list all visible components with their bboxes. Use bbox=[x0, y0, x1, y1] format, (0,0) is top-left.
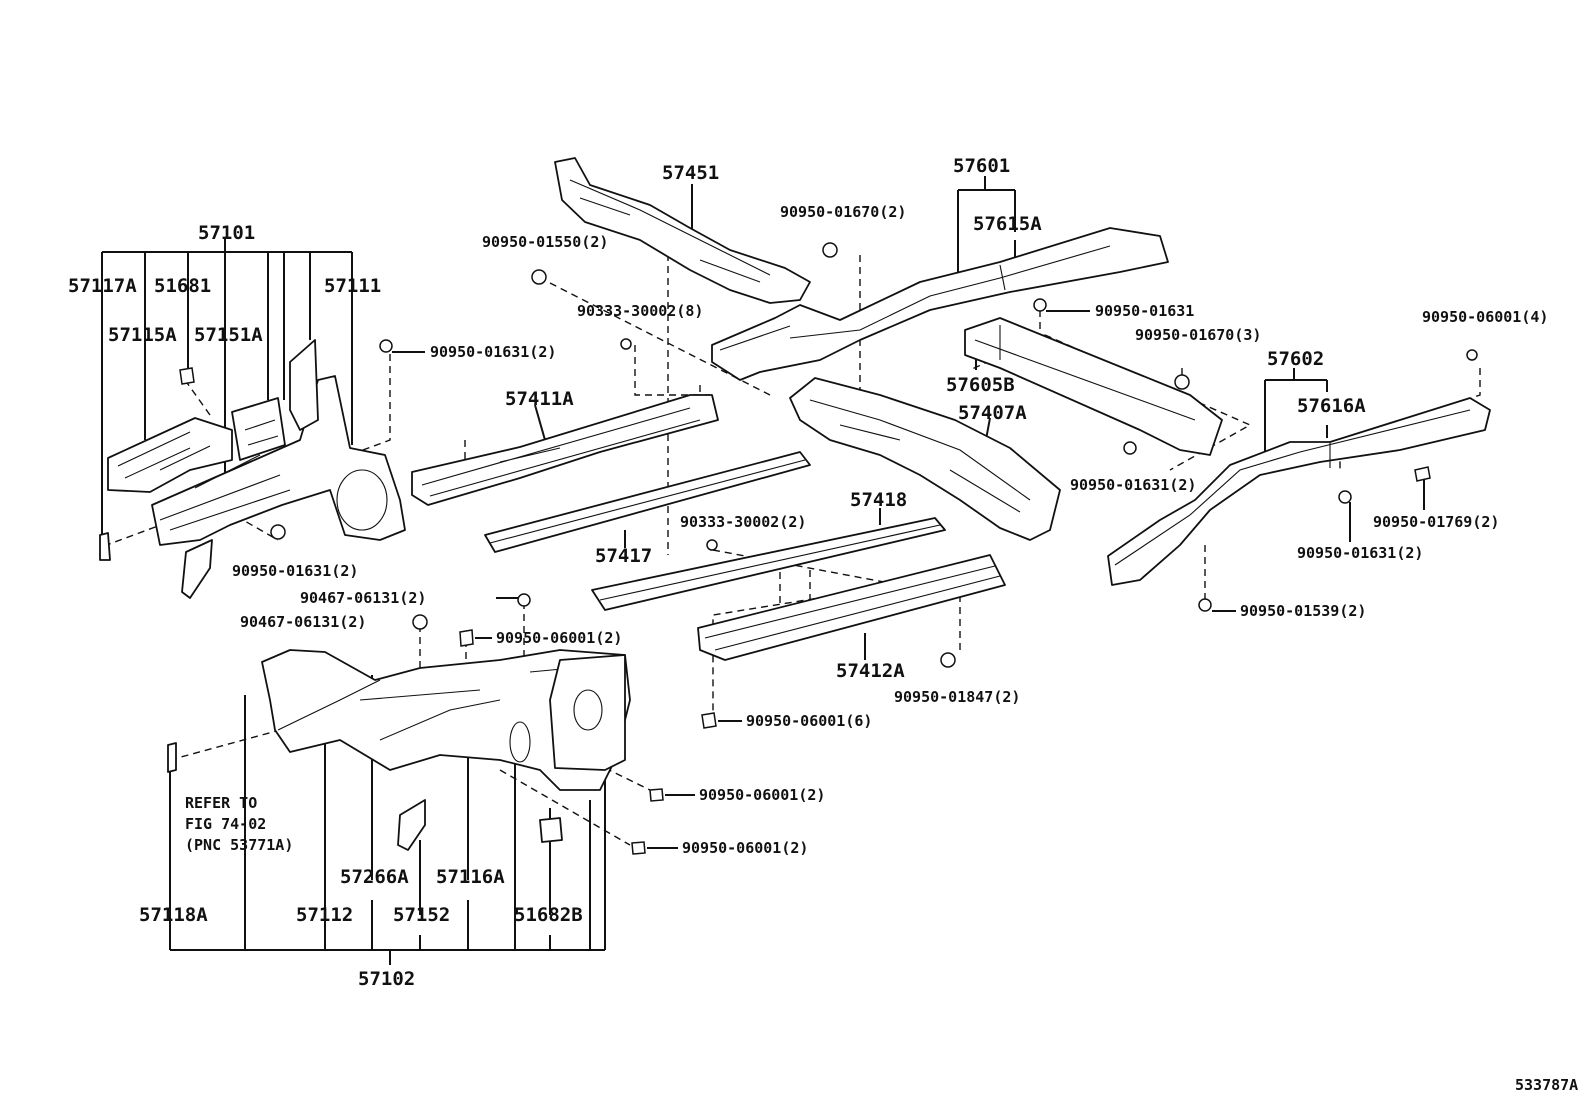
floor-member-57411A bbox=[411, 338, 719, 506]
label-fastener-90467-06131-2-a: 90467-06131(2) bbox=[300, 589, 426, 607]
label-57605B: 57605B bbox=[946, 374, 1015, 396]
label-fastener-90950-01631-2-center: 90950-01631(2) bbox=[1070, 476, 1196, 494]
refer-note: REFER TO FIG 74-02 (PNC 53771A) bbox=[185, 794, 293, 854]
label-57602: 57602 bbox=[1267, 348, 1324, 370]
label-57152: 57152 bbox=[393, 904, 450, 926]
refer-note-line-1: REFER TO bbox=[185, 794, 257, 812]
label-57101: 57101 bbox=[198, 222, 255, 244]
cross-member-57451 bbox=[531, 157, 811, 304]
label-fastener-90950-01631: 90950-01631 bbox=[1095, 302, 1194, 320]
label-57601: 57601 bbox=[953, 155, 1010, 177]
rear-side-member-57602 bbox=[1107, 349, 1491, 612]
label-57117A: 57117A bbox=[68, 275, 137, 297]
label-fastener-90950-01769-2: 90950-01769(2) bbox=[1373, 513, 1499, 531]
label-51681: 51681 bbox=[154, 275, 211, 297]
label-fastener-90950-01631-2-right: 90950-01631(2) bbox=[1297, 544, 1423, 562]
label-57417: 57417 bbox=[595, 545, 652, 567]
part-labels: 57101 57117A 51681 57111 57115A 57151A 5… bbox=[68, 155, 1366, 990]
label-51682B: 51682B bbox=[514, 904, 583, 926]
label-57118A: 57118A bbox=[139, 904, 208, 926]
center-member-57407A bbox=[789, 377, 1061, 541]
label-fastener-90950-01631-2-apron: 90950-01631(2) bbox=[232, 562, 358, 580]
label-57615A: 57615A bbox=[973, 213, 1042, 235]
label-fastener-90333-30002-8: 90333-30002(8) bbox=[577, 302, 703, 320]
fastener-labels: 90950-01670(2) 90950-01550(2) 90333-3000… bbox=[232, 203, 1548, 857]
label-fastener-90950-01550: 90950-01550(2) bbox=[482, 233, 608, 251]
label-fastener-90950-06001-2-mid: 90950-06001(2) bbox=[699, 786, 825, 804]
label-57111: 57111 bbox=[324, 275, 381, 297]
rocker-57418 bbox=[591, 517, 946, 611]
label-57412A: 57412A bbox=[836, 660, 905, 682]
label-57102: 57102 bbox=[358, 968, 415, 990]
label-fastener-90950-01847-2: 90950-01847(2) bbox=[894, 688, 1020, 706]
label-57151A: 57151A bbox=[194, 324, 263, 346]
label-fastener-90950-01670-2: 90950-01670(2) bbox=[780, 203, 906, 221]
label-fastener-90950-06001-4: 90950-06001(4) bbox=[1422, 308, 1548, 326]
label-57116A: 57116A bbox=[436, 866, 505, 888]
label-fastener-90950-06001-6: 90950-06001(6) bbox=[746, 712, 872, 730]
rear-side-member-57601 bbox=[711, 227, 1169, 381]
apron-lower-assembly bbox=[167, 593, 664, 855]
label-fastener-90950-06001-2-low: 90950-06001(2) bbox=[682, 839, 808, 857]
label-57451: 57451 bbox=[662, 162, 719, 184]
label-57616A: 57616A bbox=[1297, 395, 1366, 417]
refer-note-line-2: FIG 74-02 bbox=[185, 815, 266, 833]
floor-member-57412A bbox=[697, 554, 1006, 729]
apron-upper-assembly bbox=[99, 339, 406, 599]
rocker-57417 bbox=[484, 451, 811, 553]
label-57112: 57112 bbox=[296, 904, 353, 926]
refer-note-line-3: (PNC 53771A) bbox=[185, 836, 293, 854]
label-fastener-90950-01539-2: 90950-01539(2) bbox=[1240, 602, 1366, 620]
label-57407A: 57407A bbox=[958, 402, 1027, 424]
leader-lines bbox=[101, 176, 1328, 965]
label-57115A: 57115A bbox=[108, 324, 177, 346]
label-fastener-90950-01670-3: 90950-01670(3) bbox=[1135, 326, 1261, 344]
label-57266A: 57266A bbox=[340, 866, 409, 888]
label-57411A: 57411A bbox=[505, 388, 574, 410]
diagram-id: 533787A bbox=[1515, 1076, 1578, 1094]
label-fastener-90950-01631-2-left: 90950-01631(2) bbox=[430, 343, 556, 361]
label-fastener-90333-30002-2: 90333-30002(2) bbox=[680, 513, 806, 531]
label-57418: 57418 bbox=[850, 489, 907, 511]
label-fastener-90467-06131-2-b: 90467-06131(2) bbox=[240, 613, 366, 631]
cross-member-57605B bbox=[964, 317, 1223, 456]
label-fastener-90950-06001-2-top: 90950-06001(2) bbox=[496, 629, 622, 647]
